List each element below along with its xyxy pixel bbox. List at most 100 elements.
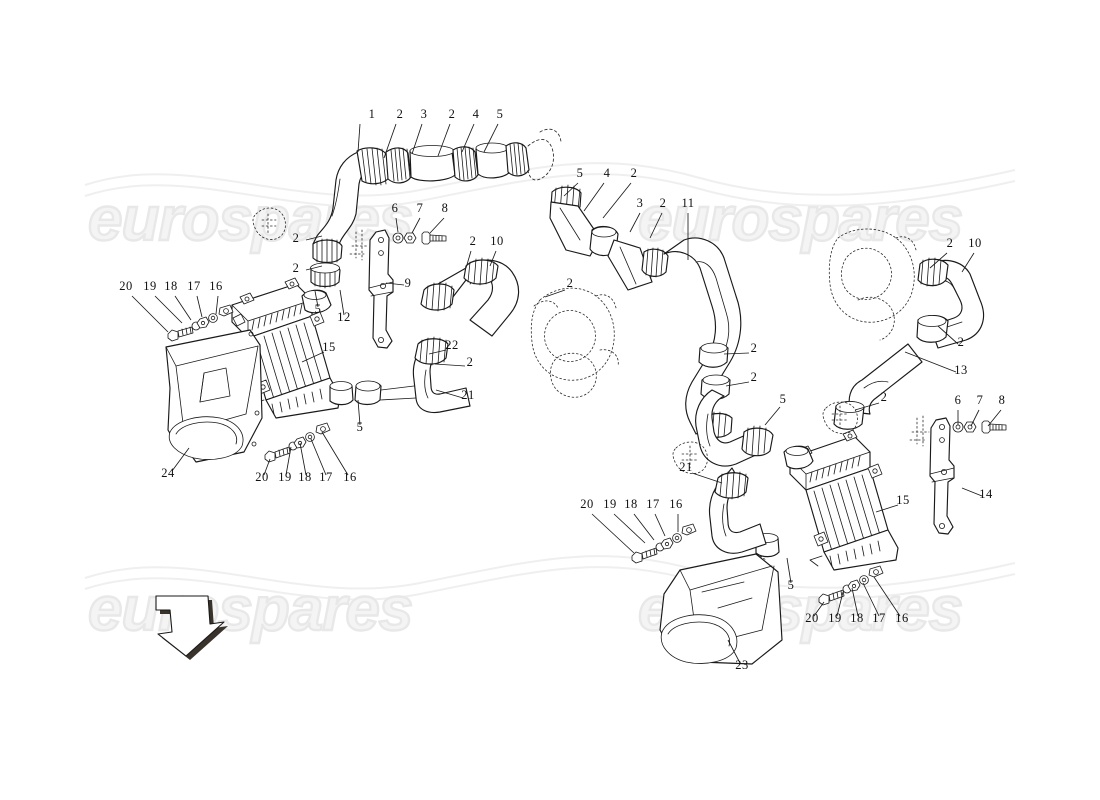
callout-number: 15 xyxy=(322,340,336,354)
callout-leader-2 xyxy=(305,235,323,241)
callout-number: 8 xyxy=(442,201,449,215)
callout-number: 16 xyxy=(209,279,223,293)
engine-phantom-outline-right xyxy=(828,228,917,341)
callout-number: 2 xyxy=(947,236,954,250)
right-upper-pipe-assembly xyxy=(833,257,985,430)
callout-leader-13 xyxy=(904,351,957,373)
callout-leader-5 xyxy=(764,406,781,426)
right-air-duct xyxy=(659,553,783,665)
callout-leader-2 xyxy=(602,182,632,219)
callout-leader-17 xyxy=(310,438,327,476)
callout-number: 12 xyxy=(337,310,351,324)
callout-leader-2 xyxy=(723,352,750,355)
callout-leader-2 xyxy=(434,363,466,367)
callout-number: 16 xyxy=(895,611,909,625)
callout-number: 6 xyxy=(392,201,399,215)
callout-leader-19 xyxy=(836,591,844,617)
callout-number: 18 xyxy=(164,279,178,293)
callout-number: 16 xyxy=(343,470,357,484)
callout-number: 2 xyxy=(631,166,638,180)
callout-leader-19 xyxy=(154,295,183,324)
callout-number: 3 xyxy=(637,196,644,210)
right-pipe-21 xyxy=(708,467,767,554)
callout-leader-2 xyxy=(937,325,959,345)
callout-leader-19 xyxy=(285,446,292,476)
callout-number: 15 xyxy=(896,493,910,507)
callout-number: 17 xyxy=(646,497,660,511)
callout-leader-5 xyxy=(314,290,319,308)
callout-number: 17 xyxy=(872,611,886,625)
right-pipe-12 xyxy=(695,389,774,467)
callout-leader-18 xyxy=(633,513,655,541)
callout-leader-2 xyxy=(544,289,566,298)
callout-leader-17 xyxy=(862,582,880,617)
callout-number: 8 xyxy=(999,393,1006,407)
callout-leader-5 xyxy=(563,182,579,197)
callout-leader-1 xyxy=(357,123,361,153)
callout-leader-9 xyxy=(385,282,405,286)
callout-number: 2 xyxy=(567,276,574,290)
right-stay-bracket-assembly xyxy=(909,415,1007,535)
callout-leader-22 xyxy=(428,349,447,355)
callout-leader-2 xyxy=(437,123,451,157)
callout-leader-16 xyxy=(321,431,349,476)
callout-number: 10 xyxy=(968,236,982,250)
callout-number: 9 xyxy=(405,276,412,290)
callout-leader-5 xyxy=(786,557,792,584)
callout-leader-14 xyxy=(961,487,983,497)
callout-leader-2 xyxy=(305,265,323,271)
callout-leader-3 xyxy=(411,123,423,155)
callout-number: 21 xyxy=(461,388,475,402)
callout-leader-20 xyxy=(591,513,635,554)
callout-leader-2 xyxy=(383,123,397,159)
callout-leader-17 xyxy=(654,513,666,537)
right-intercooler xyxy=(755,429,899,571)
callout-leader-15 xyxy=(875,504,899,513)
left-intercooler xyxy=(231,277,354,419)
callout-number: 21 xyxy=(679,460,693,474)
callout-leader-12 xyxy=(339,289,345,316)
left-stay-bracket-assembly xyxy=(349,229,447,349)
right-lower-fastener-stack xyxy=(818,565,884,606)
callout-leader-21 xyxy=(691,472,723,484)
callout-number: 2 xyxy=(958,335,965,349)
callout-leader-3 xyxy=(629,212,641,233)
callout-number: 5 xyxy=(497,107,504,121)
callout-number: 5 xyxy=(357,420,364,434)
callout-number: 6 xyxy=(955,393,962,407)
left-upper-fastener-stack xyxy=(167,304,234,342)
callout-leader-18 xyxy=(299,442,307,476)
callout-number: 19 xyxy=(278,470,292,484)
callout-number: 24 xyxy=(161,466,175,480)
callout-leader-2 xyxy=(929,252,948,269)
right-upper-fastener-stack xyxy=(631,523,697,564)
callout-leader-2 xyxy=(465,250,472,269)
callout-leader-10 xyxy=(961,252,975,273)
callout-number: 4 xyxy=(604,166,611,180)
callout-number: 13 xyxy=(954,363,968,377)
callout-number: 2 xyxy=(293,261,300,275)
callout-number: 2 xyxy=(397,107,404,121)
callout-leader-18 xyxy=(851,587,859,617)
callout-number: 1 xyxy=(369,107,376,121)
callout-leader-7 xyxy=(411,217,421,234)
callout-number: 5 xyxy=(315,302,322,316)
callout-number: 11 xyxy=(681,196,694,210)
callout-leader-10 xyxy=(489,250,497,267)
callout-number: 18 xyxy=(298,470,312,484)
callout-number: 2 xyxy=(751,370,758,384)
callout-number: 16 xyxy=(669,497,683,511)
callout-number: 19 xyxy=(603,497,617,511)
callout-number: 23 xyxy=(735,658,749,672)
callout-number: 18 xyxy=(850,611,864,625)
callout-leader-2 xyxy=(725,381,750,387)
callout-number: 20 xyxy=(580,497,594,511)
callout-leader-17 xyxy=(196,295,203,318)
engine-phantom-outline-left xyxy=(530,287,619,398)
callout-leader-7 xyxy=(970,409,980,427)
callout-number: 5 xyxy=(788,578,795,592)
